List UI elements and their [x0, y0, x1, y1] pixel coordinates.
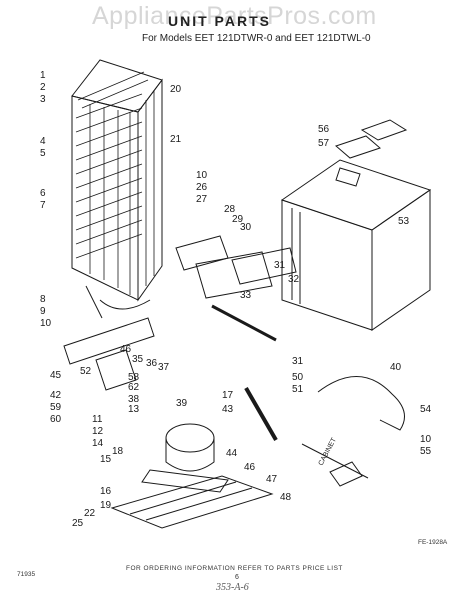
callout: 18: [112, 446, 124, 457]
callout: 33: [240, 290, 252, 301]
callout: 27: [196, 194, 208, 205]
condenser-coil: [71, 59, 163, 319]
callout: 39: [176, 398, 188, 409]
drain-pan: [95, 349, 137, 391]
callout: 50: [292, 372, 304, 383]
ordering-footer: FOR ORDERING INFORMATION REFER TO PARTS …: [126, 565, 343, 572]
callout: 9: [40, 306, 46, 317]
power-cord: [317, 376, 405, 431]
callout: 47: [266, 474, 278, 485]
callout: 58: [128, 372, 140, 383]
callout: 59: [50, 402, 62, 413]
callout: 13: [128, 404, 140, 415]
callout: 26: [196, 182, 208, 193]
callout: 31: [274, 260, 286, 271]
cabinet-label: CABINET: [318, 436, 339, 467]
callout: 17: [222, 390, 234, 401]
callout: 16: [100, 486, 112, 497]
callout-labels: 1 2 3 20 21 4 5 6 7 10 26 27 28 29 30 56…: [40, 70, 432, 529]
callout: 10: [420, 434, 432, 445]
callout: 46: [244, 462, 256, 473]
callout: 43: [222, 404, 234, 415]
callout: 62: [128, 382, 140, 393]
callout: 6: [40, 188, 46, 199]
callout: 35: [132, 354, 144, 365]
left-code: 71935: [17, 571, 36, 578]
callout: 48: [280, 492, 292, 503]
diagram-title: UNIT PARTS: [168, 13, 271, 29]
callout: 38: [128, 394, 140, 405]
callout: 2: [40, 82, 46, 93]
callout: 37: [158, 362, 170, 373]
callout: 7: [40, 200, 46, 211]
callout: 55: [420, 446, 432, 457]
callout: 11: [92, 414, 103, 425]
unit-compartment-box: [280, 159, 432, 331]
callout: 42: [50, 390, 62, 401]
callout: 25: [72, 518, 84, 529]
callout: 54: [420, 404, 432, 415]
watermark: AppliancePartsPros.com: [92, 2, 377, 30]
callout: 56: [318, 124, 330, 135]
diagram-subtitle: For Models EET 121DTWR-0 and EET 121DTWL…: [142, 33, 371, 44]
callout: 36: [146, 358, 158, 369]
callout: 44: [226, 448, 238, 459]
callout: 53: [398, 216, 410, 227]
callout: 3: [40, 94, 46, 105]
top-cover: [335, 119, 408, 159]
page-number: 6: [235, 574, 239, 581]
junction-box: [329, 461, 363, 487]
callout: 12: [92, 426, 104, 437]
callout: 30: [240, 222, 252, 233]
callout: 52: [80, 366, 92, 377]
callout: 4: [40, 136, 46, 147]
callout: 51: [292, 384, 304, 395]
callout: 10: [196, 170, 208, 181]
callout: 60: [50, 414, 62, 425]
callout: 29: [232, 214, 244, 225]
callout: 8: [40, 294, 46, 305]
compressor: [141, 423, 229, 493]
callout: 40: [390, 362, 402, 373]
callout: 5: [40, 148, 46, 159]
figure-code: FE-1928A: [418, 539, 448, 546]
grille-panel: [175, 235, 297, 299]
callout: 19: [100, 500, 112, 511]
cabinet-wire: [301, 443, 369, 479]
callout: 45: [50, 370, 62, 381]
drain-tube: [211, 304, 277, 342]
callout: 46: [120, 344, 132, 355]
base-plate: [110, 475, 274, 529]
callout: 14: [92, 438, 104, 449]
callout: 1: [40, 70, 46, 81]
callout: 31: [292, 356, 304, 367]
handwritten-note: 353-A-6: [216, 582, 249, 593]
callout: 10: [40, 318, 52, 329]
callout: 21: [170, 134, 182, 145]
callout: 20: [170, 84, 182, 95]
callout: 32: [288, 274, 300, 285]
callout: 15: [100, 454, 112, 465]
callout: 57: [318, 138, 330, 149]
callout: 28: [224, 204, 236, 215]
filter-dryer: [244, 387, 278, 441]
mounting-bracket: [63, 317, 155, 365]
callout: 22: [84, 508, 96, 519]
